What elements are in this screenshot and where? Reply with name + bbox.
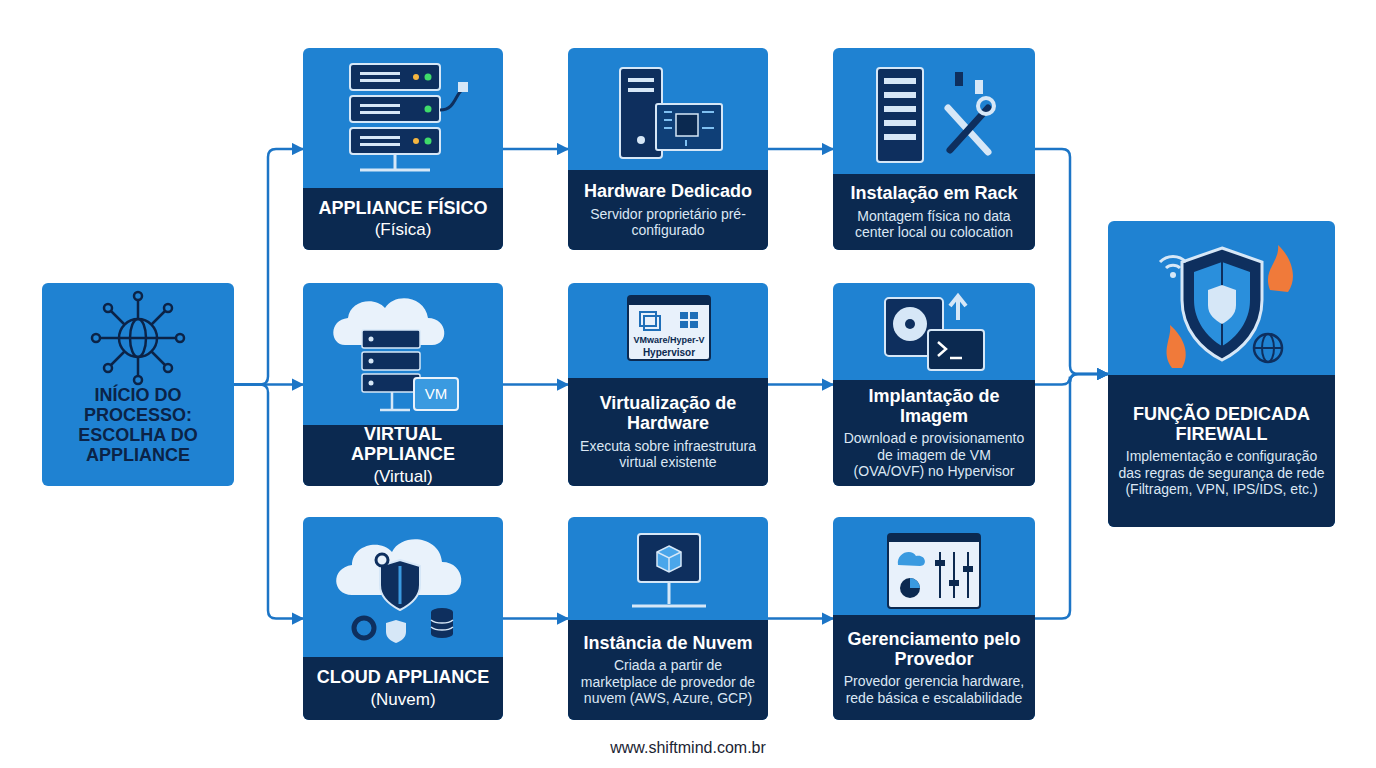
result-box: FUNÇÃO DEDICADA FIREWALLImplementação e … bbox=[1108, 221, 1335, 527]
title-band: Gerenciamento pelo ProvedorProvedor gere… bbox=[833, 615, 1035, 720]
node-description: Executa sobre infraestrutura virtual exi… bbox=[578, 438, 758, 471]
title-band: VIRTUAL APPLIANCE (Virtual) bbox=[303, 425, 503, 486]
node-description: Download e provisionamento de imagem de … bbox=[843, 430, 1025, 480]
node-description: Criada a partir de marketplace de proved… bbox=[578, 657, 758, 707]
process-box: VIRTUAL APPLIANCE (Virtual) bbox=[303, 283, 503, 486]
node-description: (Física) bbox=[375, 220, 432, 240]
node-heading: Gerenciamento pelo Provedor bbox=[843, 629, 1025, 669]
firewall-shield-icon bbox=[1160, 245, 1293, 368]
start-box: INÍCIO DO PROCESSO: ESCOLHA DO APPLIANCE bbox=[42, 283, 234, 486]
process-box: Implantação de ImagemDownload e provisio… bbox=[833, 283, 1035, 486]
flow-arrow bbox=[768, 617, 833, 620]
server-stack-icon bbox=[350, 64, 468, 170]
process-box: Virtualização de HardwareExecuta sobre i… bbox=[568, 283, 768, 486]
virtual-server-icon bbox=[333, 298, 458, 410]
node-heading: CLOUD APPLIANCE bbox=[317, 667, 489, 687]
hardware-icon bbox=[620, 68, 722, 158]
title-band: Instalação em RackMontagem física no dat… bbox=[833, 174, 1035, 250]
start-text-area: INÍCIO DO PROCESSO: ESCOLHA DO APPLIANCE bbox=[42, 385, 234, 466]
flow-arrow bbox=[503, 617, 568, 620]
title-band: Hardware DedicadoServidor proprietário p… bbox=[568, 170, 768, 250]
title-band: Virtualização de HardwareExecuta sobre i… bbox=[568, 378, 768, 486]
title-band: Implantação de ImagemDownload e provisio… bbox=[833, 380, 1035, 486]
footer-url: www.shiftmind.com.br bbox=[610, 739, 766, 757]
node-heading: Instalação em Rack bbox=[850, 183, 1017, 203]
title-band: CLOUD APPLIANCE (Nuvem) bbox=[303, 657, 503, 720]
process-box: CLOUD APPLIANCE (Nuvem) bbox=[303, 517, 503, 720]
flow-arrow bbox=[234, 149, 303, 385]
title-band: APPLIANCE FÍSICO(Física) bbox=[303, 188, 503, 250]
node-heading: Virtualização de Hardware bbox=[578, 393, 758, 433]
node-description: Servidor proprietário pré-configurado bbox=[578, 206, 758, 239]
flow-arrow bbox=[503, 383, 568, 386]
node-heading: FUNÇÃO DEDICADA FIREWALL bbox=[1118, 404, 1325, 444]
process-box: Instância de NuvemCriada a partir de mar… bbox=[568, 517, 768, 720]
cloud-instance-icon bbox=[632, 534, 706, 606]
node-description: (Nuvem) bbox=[370, 690, 435, 710]
node-heading: APPLIANCE FÍSICO bbox=[318, 198, 487, 218]
process-box: Gerenciamento pelo ProvedorProvedor gere… bbox=[833, 517, 1035, 720]
node-description: Implementação e configuração das regras … bbox=[1118, 448, 1325, 498]
dashboard-icon bbox=[888, 534, 980, 608]
rack-tools-icon bbox=[877, 68, 994, 162]
hypervisor-window-icon bbox=[628, 296, 710, 360]
node-description: Provedor gerencia hardware, rede básica … bbox=[843, 673, 1025, 706]
node-heading: Instância de Nuvem bbox=[583, 633, 752, 653]
title-band: Instância de NuvemCriada a partir de mar… bbox=[568, 620, 768, 720]
title-band: FUNÇÃO DEDICADA FIREWALLImplementação e … bbox=[1108, 375, 1335, 527]
node-heading: Implantação de Imagem bbox=[843, 386, 1025, 426]
flow-arrow bbox=[503, 148, 568, 151]
flow-arrow bbox=[768, 383, 833, 386]
process-box: Hardware DedicadoServidor proprietário p… bbox=[568, 48, 768, 250]
node-heading: INÍCIO DO PROCESSO: ESCOLHA DO APPLIANCE bbox=[60, 385, 216, 466]
cloud-security-icon bbox=[336, 539, 461, 643]
image-deploy-icon bbox=[885, 296, 984, 370]
node-description: Montagem física no data center local ou … bbox=[843, 208, 1025, 241]
network-icon bbox=[92, 292, 184, 384]
node-heading: Hardware Dedicado bbox=[584, 181, 752, 201]
flow-arrow bbox=[768, 148, 833, 151]
flow-arrow bbox=[1035, 374, 1108, 619]
node-description: (Virtual) bbox=[373, 467, 432, 486]
node-heading: VIRTUAL APPLIANCE bbox=[313, 424, 493, 464]
process-box: APPLIANCE FÍSICO(Física) bbox=[303, 48, 503, 250]
flow-arrow bbox=[1035, 149, 1108, 374]
flow-arrow bbox=[234, 385, 303, 619]
process-box: Instalação em RackMontagem física no dat… bbox=[833, 48, 1035, 250]
